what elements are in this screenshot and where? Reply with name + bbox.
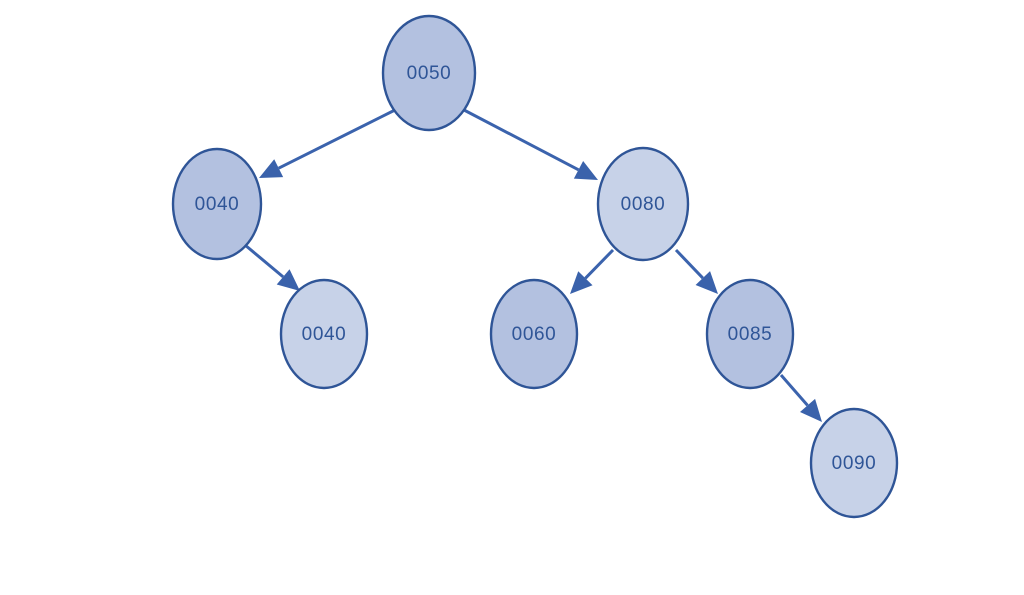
node-ellipse[interactable] [489, 278, 579, 390]
nodes-group: 0050 0040 0080 0040 0060 0085 0090 [171, 14, 899, 519]
tree-node[interactable]: 0050 [381, 14, 477, 132]
edge-line [244, 243, 285, 279]
edge-arrowhead [800, 398, 822, 422]
edge-line [779, 374, 809, 407]
edge-arrowhead [259, 159, 284, 178]
edge-line [463, 108, 580, 172]
tree-node[interactable]: 0080 [596, 146, 690, 262]
node-ellipse[interactable] [705, 278, 795, 390]
node-ellipse[interactable] [171, 147, 263, 261]
node-label: 0040 [195, 194, 240, 215]
node-label: 0085 [728, 324, 773, 345]
node-ellipse[interactable] [279, 278, 369, 390]
node-label: 0080 [621, 194, 666, 215]
node-ellipse[interactable] [596, 146, 690, 262]
node-ellipse[interactable] [381, 14, 477, 132]
tree-node[interactable]: 0090 [809, 407, 899, 519]
edge-line [674, 248, 704, 280]
tree-edge [570, 248, 615, 294]
edge-arrowhead [573, 160, 598, 180]
node-ellipse[interactable] [809, 407, 899, 519]
edge-arrowhead [570, 271, 593, 294]
tree-node[interactable]: 0085 [705, 278, 795, 390]
tree-edge [674, 248, 718, 294]
edge-line [584, 248, 615, 280]
node-label: 0090 [832, 453, 877, 474]
tree-edge [463, 108, 598, 180]
edge-line [278, 108, 396, 170]
node-label: 0060 [512, 324, 557, 345]
node-label: 0040 [302, 324, 347, 345]
edge-arrowhead [695, 271, 718, 294]
tree-node[interactable]: 0060 [489, 278, 579, 390]
tree-edge [244, 243, 300, 291]
edges-group [244, 108, 822, 422]
tree-edge [779, 374, 822, 422]
tree-node[interactable]: 0040 [171, 147, 263, 261]
node-label: 0050 [407, 63, 452, 84]
tree-edge [259, 108, 396, 178]
tree-node[interactable]: 0040 [279, 278, 369, 390]
edge-arrowhead [276, 269, 300, 291]
